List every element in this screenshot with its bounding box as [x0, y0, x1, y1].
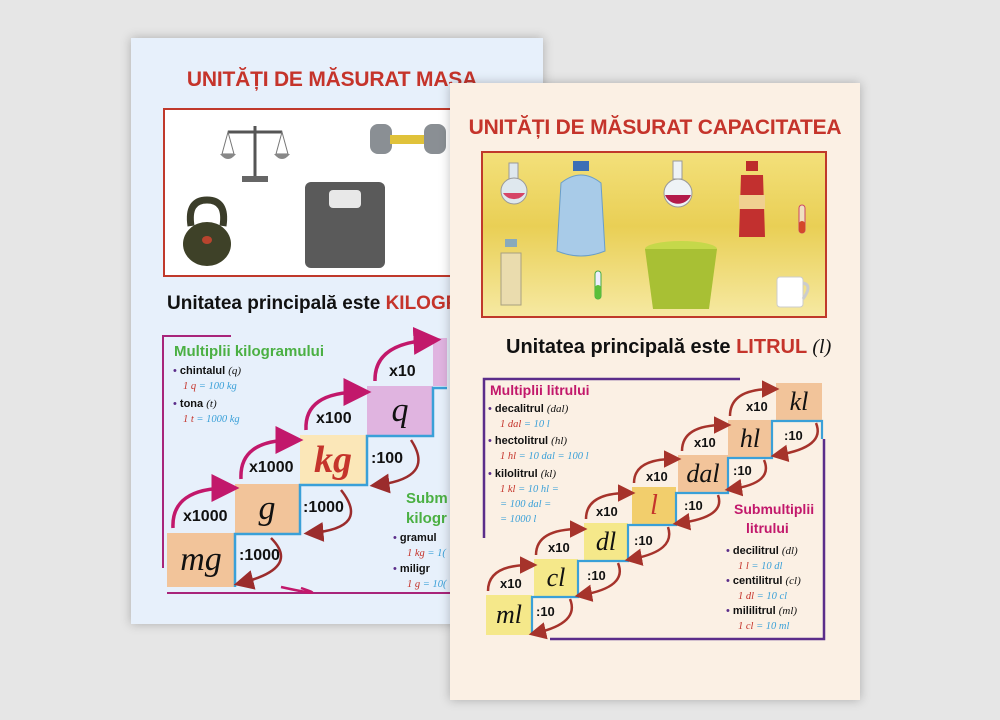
mass-down-op-1: :1000 [303, 499, 344, 516]
unit-box-ml: ml [486, 595, 532, 635]
capacity-poster: UNITĂȚI DE MĂSURAT CAPACITATEA [450, 83, 860, 700]
bottle-icon [739, 161, 765, 237]
capacity-submultiples-title-2: litrului [746, 520, 789, 536]
unit-box-dl: dl [584, 523, 628, 561]
mass-submultiples-title-1: Subm [406, 490, 448, 507]
unit-box-g: g [235, 484, 299, 534]
capacity-main-prefix: Unitatea principală este [506, 336, 737, 358]
capacity-submultiple-eq-1: 1 dl = 10 cl [738, 591, 788, 602]
capacity-multiples-title: Multiplii litrului [490, 382, 590, 398]
capacity-up-op-1: x10 [548, 540, 570, 555]
bucket-icon [645, 241, 717, 309]
capacity-down-op-5: :10 [784, 428, 803, 443]
round-flask-icon [663, 160, 693, 208]
capacity-multiple-item-2: • kilolitrul (kl) [488, 468, 557, 480]
capacity-up-op-3: x10 [646, 469, 668, 484]
unit-box-cl: cl [534, 559, 578, 597]
capacity-multiple-eq-2-1: = 100 dal = [500, 499, 552, 510]
mass-multiple-eq-0: 1 q = 100 kg [183, 381, 237, 392]
unit-box-mg: mg [167, 533, 235, 587]
test-tube-green-icon [594, 270, 602, 300]
capacity-multiple-eq-2-0: 1 kl = 10 hl = [500, 484, 559, 495]
capacity-down-op-1: :10 [587, 568, 606, 583]
water-jug-icon [556, 161, 606, 257]
unit-box-kg: kg [300, 435, 366, 485]
capacity-multiple-item-0: • decalitrul (dal) [488, 403, 569, 415]
unit-box-dal: dal [678, 455, 728, 493]
capacity-main-unit: LITRUL [736, 336, 807, 358]
small-bottle-icon [500, 239, 522, 306]
unit-box-l: l [632, 487, 676, 525]
mass-multiples-title: Multiplii kilogramului [174, 343, 324, 360]
capacity-multiple-item-1: • hectolitrul (hl) [488, 435, 568, 447]
capacity-up-op-5: x10 [746, 399, 768, 414]
capacity-down-op-0: :10 [536, 604, 555, 619]
mass-submultiples-title-2: kilogr [406, 510, 447, 527]
balance-scale-icon [220, 126, 290, 182]
capacity-down-op-2: :10 [634, 533, 653, 548]
mass-multiple-item-0: • chintalul (q) [173, 365, 242, 377]
capacity-multiple-eq-0-0: 1 dal = 10 l [500, 419, 550, 430]
mass-down-op-2: :100 [371, 450, 404, 467]
mass-illustration-frame [163, 108, 527, 277]
bathroom-scale-icon [305, 182, 385, 268]
unit-box-hl: hl [728, 420, 772, 458]
capacity-title: UNITĂȚI DE MĂSURAT CAPACITATEA [468, 116, 842, 139]
mass-down-op-0: :1000 [239, 547, 280, 564]
capacity-down-op-4: :10 [733, 463, 752, 478]
mass-submultiple-item-1: • miligr [393, 563, 430, 575]
unit-box-kl: kl [776, 383, 822, 421]
mass-up-op-0: x1000 [183, 508, 228, 525]
capacity-main-unit-text: Unitatea principală este LITRUL (l) [506, 336, 831, 359]
mass-submultiple-eq-1: 1 g = 10( [407, 579, 447, 590]
capacity-multiple-eq-2-2: = 1000 l [500, 514, 537, 525]
flask-icon [500, 162, 528, 205]
mass-up-op-2: x100 [316, 410, 352, 427]
capacity-submultiple-item-2: • mililitrul (ml) [726, 605, 798, 617]
mug-icon [776, 276, 810, 308]
kettlebell-icon [183, 196, 231, 266]
capacity-submultiple-item-0: • decilitrul (dl) [726, 545, 798, 557]
capacity-down-op-3: :10 [684, 498, 703, 513]
capacity-multiple-eq-1-0: 1 hl = 10 dal = 100 l [500, 451, 589, 462]
capacity-bracket-lines [482, 377, 826, 641]
mass-multiple-item-1: • tona (t) [173, 398, 217, 410]
mass-submultiple-item-0: • gramul [393, 532, 437, 544]
mass-up-op-3: x10 [389, 363, 416, 380]
test-tube-icon [798, 204, 806, 234]
capacity-arrows [486, 380, 819, 640]
dumbbell-icon [370, 124, 446, 154]
capacity-illustration-frame [481, 151, 827, 318]
mass-main-prefix: Unitatea principală este [167, 293, 386, 314]
capacity-submultiple-item-1: • centilitrul (cl) [726, 575, 801, 587]
mass-up-op-1: x1000 [249, 459, 294, 476]
mass-arrows [171, 326, 442, 594]
mass-staircase-line [233, 386, 447, 587]
capacity-up-op-4: x10 [694, 435, 716, 450]
mass-title: UNITĂȚI DE MĂSURAT MASA [186, 68, 478, 91]
unit-box-q: q [367, 386, 433, 436]
capacity-submultiple-eq-0: 1 l = 10 dl [738, 561, 783, 572]
capacity-submultiple-eq-2: 1 cl = 10 ml [738, 621, 790, 632]
capacity-up-op-0: x10 [500, 576, 522, 591]
mass-multiple-eq-1: 1 t = 1000 kg [183, 414, 240, 425]
capacity-submultiples-title-1: Submultiplii [734, 501, 815, 517]
capacity-main-symbol: (l) [812, 336, 832, 358]
capacity-up-op-2: x10 [596, 504, 618, 519]
mass-submultiple-eq-0: 1 kg = 1( [407, 548, 446, 559]
